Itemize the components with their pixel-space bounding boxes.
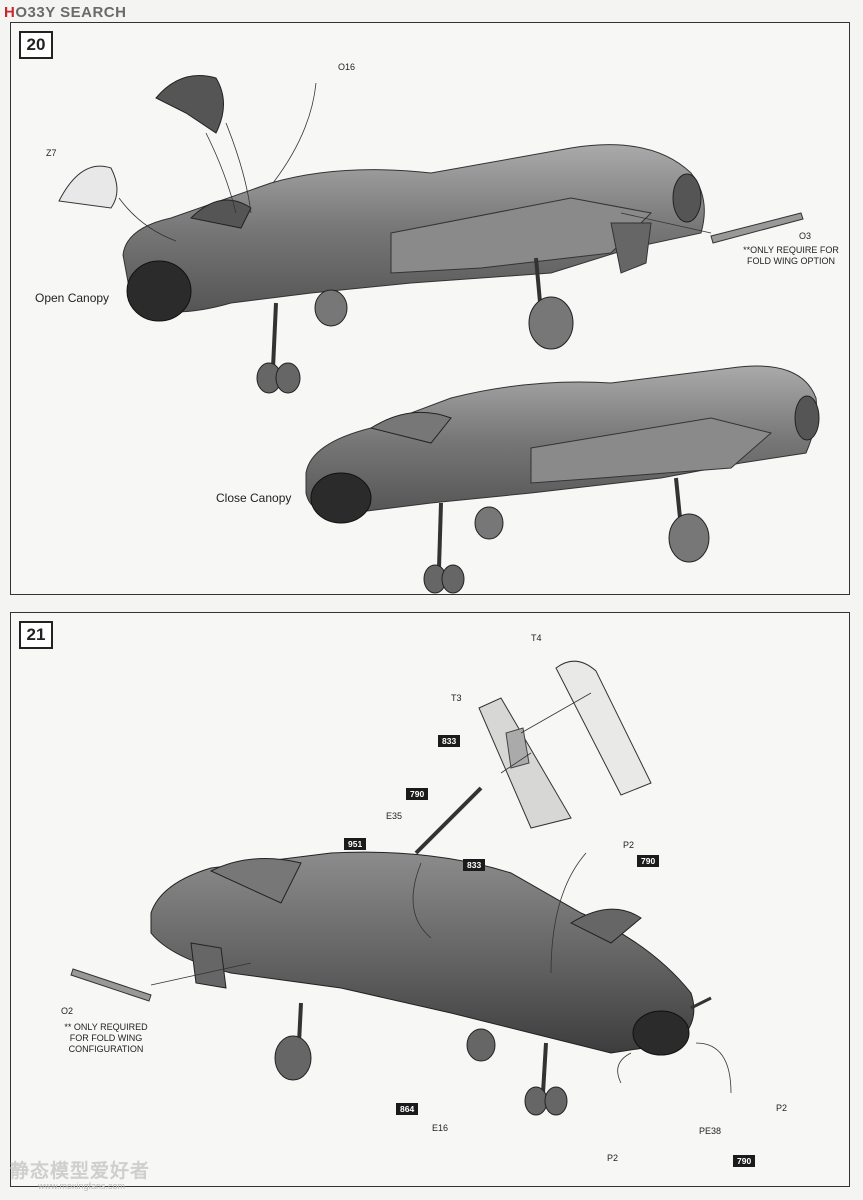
paint-tag-864: 864: [396, 1103, 419, 1115]
label-p2-top: P2: [623, 840, 635, 850]
paint-tag-833-t3: 833: [438, 735, 461, 747]
note-fold-wing-option: FOLD WING OPTION: [746, 256, 835, 266]
step-21-aircraft-illustration: [70, 660, 732, 1116]
hobbysearch-logo[interactable]: HO33Y SEARCH: [4, 4, 127, 21]
open-canopy-aircraft: [58, 75, 804, 394]
label-o16: O16: [338, 62, 356, 72]
label-close-canopy: Close Canopy: [216, 491, 292, 505]
step-21-panel: 21 T4: [10, 612, 850, 1187]
paint-tag-833-wing: 833: [463, 859, 486, 871]
label-p2-right: P2: [776, 1103, 788, 1113]
close-canopy-aircraft: [305, 365, 820, 594]
paint-tag-790-e35: 790: [406, 788, 429, 800]
step-20-number: 20: [19, 31, 53, 59]
label-o3: O3: [799, 231, 812, 241]
note-only-require: **ONLY REQUIRE FOR: [743, 245, 839, 255]
paint-tag-951: 951: [344, 838, 367, 850]
label-p2-bottom: P2: [607, 1153, 619, 1163]
label-t3: T3: [451, 693, 462, 703]
label-t4: T4: [531, 633, 542, 643]
paint-tag-790-bottom: 790: [733, 1155, 756, 1167]
label-e16: E16: [432, 1123, 449, 1133]
paint-tag-790-p2: 790: [637, 855, 660, 867]
step-21-number: 21: [19, 621, 53, 649]
note-configuration: CONFIGURATION: [68, 1044, 144, 1054]
watermark-cn: 静态模型爱好者: [10, 1161, 151, 1182]
top-bar: HO33Y SEARCH: [0, 0, 863, 26]
label-pe38: PE38: [699, 1126, 722, 1136]
label-open-canopy: Open Canopy: [35, 291, 110, 305]
label-e35: E35: [386, 811, 403, 821]
step-20-panel: 20: [10, 22, 850, 595]
label-z7: Z7: [46, 148, 57, 158]
step-20-aircraft-illustration: [58, 75, 820, 594]
note-only-required: ** ONLY REQUIRED: [64, 1022, 148, 1032]
note-for-fold-wing: FOR FOLD WING: [69, 1033, 143, 1043]
watermark-url: www.moxingfans.com: [38, 1181, 126, 1191]
label-o2: O2: [61, 1006, 74, 1016]
